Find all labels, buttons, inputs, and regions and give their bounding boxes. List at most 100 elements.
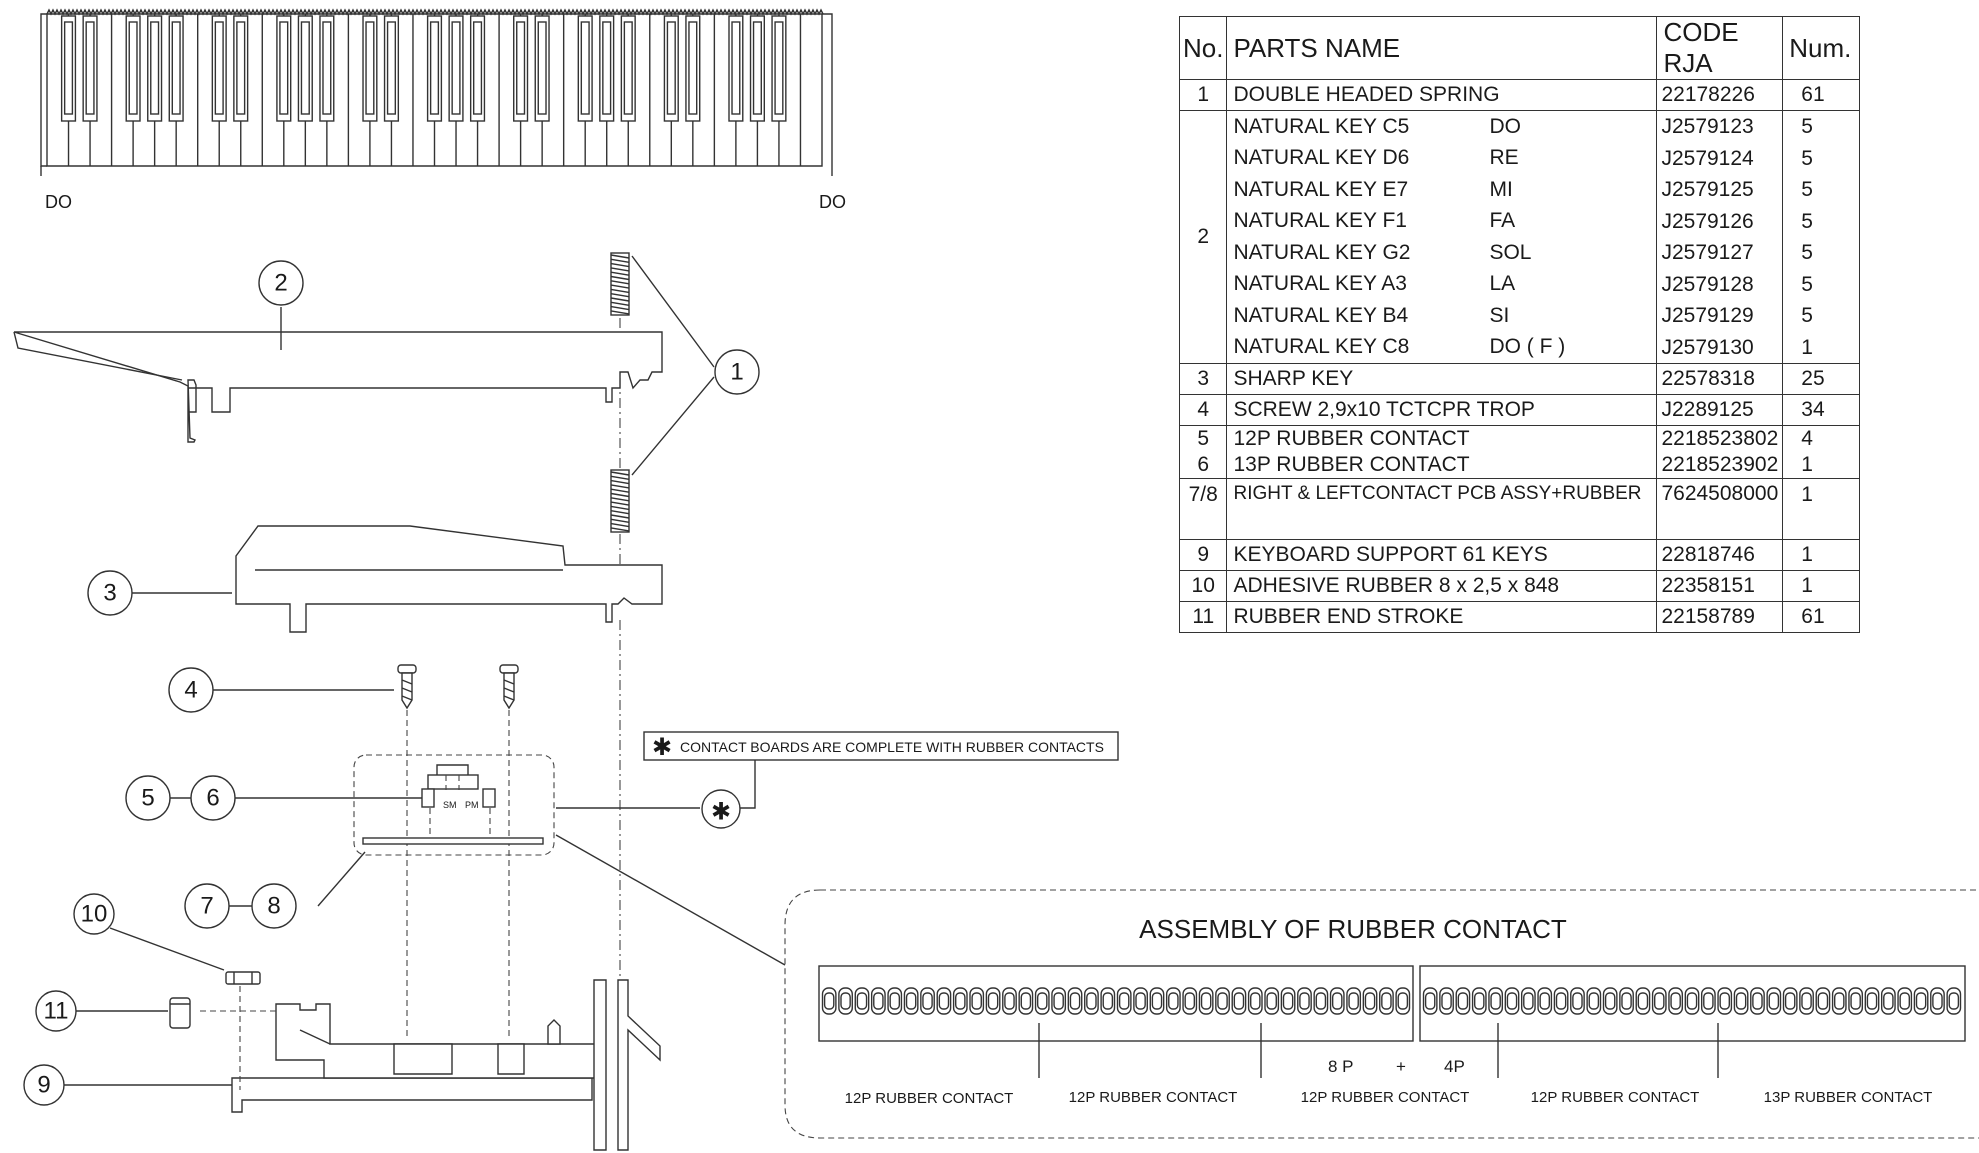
- table-row: 10 ADHESIVE RUBBER 8 x 2,5 x 848 2235815…: [1178, 570, 1861, 602]
- key-note: SOL: [1489, 240, 1532, 264]
- leader-7-8: [317, 851, 366, 907]
- callout-7: 7: [184, 883, 230, 929]
- svg-text:9: 9: [37, 1072, 50, 1099]
- header-parts-name: PARTS NAME: [1226, 16, 1658, 80]
- row6-code: 2218523902: [1661, 453, 1779, 476]
- split-plus: +: [1396, 1057, 1406, 1076]
- keyboard-keys: [40, 8, 833, 176]
- table-row: 3 SHARP KEY 22578318 25: [1178, 363, 1861, 395]
- key-num: 5: [1801, 178, 1813, 201]
- row5-name: 12P RUBBER CONTACT: [1233, 427, 1470, 450]
- row2-nums: 5 5 5 5 5 5 5 1: [1782, 110, 1861, 364]
- header-num: Num.: [1782, 16, 1861, 80]
- key-code: J2579128: [1661, 272, 1754, 296]
- row56-name: 12P RUBBER CONTACT 13P RUBBER CONTACT: [1226, 425, 1658, 479]
- svg-text:1: 1: [730, 359, 743, 386]
- key-note: DO ( F ): [1489, 335, 1566, 359]
- key-name: NATURAL KEY D6: [1233, 146, 1410, 170]
- table-row: 1 DOUBLE HEADED SPRING 22178226 61: [1178, 79, 1861, 111]
- rubber-contact-assembly: ASSEMBLY OF RUBBER CONTACT 8 P + 4P 12P …: [784, 889, 1979, 1139]
- callout-11: 11: [35, 990, 77, 1032]
- contact-label-1: 12P RUBBER CONTACT: [845, 1090, 1014, 1107]
- contact-label-3: 12P RUBBER CONTACT: [1301, 1089, 1470, 1106]
- table-row: 4 SCREW 2,9x10 TCTCPR TROP J2289125 34: [1178, 394, 1861, 426]
- screw-axis-lines: [406, 710, 510, 1040]
- svg-text:3: 3: [103, 580, 116, 607]
- row78-num: 1: [1782, 478, 1861, 540]
- callout-6: 6: [190, 775, 236, 821]
- svg-text:✱: ✱: [711, 799, 731, 826]
- row10-no: 10: [1178, 570, 1228, 602]
- svg-text:8: 8: [267, 893, 280, 920]
- table-header: No. PARTS NAME CODE RJA Num.: [1178, 16, 1861, 80]
- row2-codes: J2579123 J2579124 J2579125 J2579126 J257…: [1656, 110, 1784, 364]
- key-name: NATURAL KEY A3: [1233, 272, 1407, 296]
- header-no: No.: [1178, 16, 1228, 80]
- screw-left: [397, 664, 417, 710]
- row11-name: RUBBER END STROKE: [1226, 601, 1658, 633]
- key-code: J2579127: [1661, 241, 1754, 264]
- row3-no: 3: [1178, 363, 1228, 395]
- row9-num: 1: [1782, 539, 1861, 571]
- row6-num: 1: [1801, 453, 1813, 476]
- key-code: J2579124: [1661, 146, 1754, 170]
- key-num: 5: [1801, 304, 1813, 327]
- callout-3: 3: [87, 570, 133, 616]
- leader-10: [109, 927, 225, 971]
- row4-code: J2289125: [1656, 394, 1784, 426]
- row10-name: ADHESIVE RUBBER 8 x 2,5 x 848: [1226, 570, 1658, 602]
- row11-code: 22158789: [1656, 601, 1784, 633]
- svg-text:11: 11: [44, 998, 69, 1025]
- split-label-a: 8 P: [1328, 1057, 1354, 1076]
- pcb-pm-label: PM: [465, 800, 479, 810]
- key-name: NATURAL KEY E7: [1233, 177, 1409, 201]
- row9-code: 22818746: [1656, 539, 1784, 571]
- key-note: RE: [1489, 146, 1519, 170]
- callout-5: 5: [125, 775, 171, 821]
- adhesive-rubber-part: [225, 971, 261, 985]
- key-num: 5: [1801, 241, 1813, 264]
- keyboard-top-view: DO DO: [40, 8, 846, 212]
- svg-text:2: 2: [274, 270, 287, 297]
- spring-lower: [610, 469, 630, 533]
- key-name: NATURAL KEY B4: [1233, 303, 1409, 327]
- leader-1: [631, 255, 715, 476]
- key-code: J2579125: [1661, 178, 1754, 201]
- row6-name: 13P RUBBER CONTACT: [1233, 453, 1470, 476]
- contact-boards-note: ✱ CONTACT BOARDS ARE COMPLETE WITH RUBBE…: [643, 731, 1119, 809]
- row78-name: RIGHT & LEFTCONTACT PCB ASSY+RUBBER: [1226, 478, 1658, 509]
- parts-table: No. PARTS NAME CODE RJA Num. 1 DOUBLE HE…: [1178, 16, 1861, 633]
- table-row-spacer: [1180, 508, 1860, 540]
- keyboard-support-part: [231, 979, 661, 1151]
- callout-10: 10: [73, 893, 115, 935]
- svg-text:5: 5: [141, 785, 154, 812]
- pcb-sm-label: SM: [443, 800, 457, 810]
- sharp-key-part: [235, 525, 663, 633]
- row3-num: 25: [1782, 363, 1861, 395]
- row6-no: 6: [1197, 453, 1210, 476]
- header-code: CODE RJA: [1656, 16, 1784, 80]
- callout-8: 8: [251, 883, 297, 929]
- key-code: J2579123: [1661, 115, 1754, 138]
- split-label-b: 4P: [1444, 1057, 1465, 1076]
- key-code: J2579129: [1661, 304, 1754, 327]
- key-name: NATURAL KEY C8: [1233, 335, 1410, 359]
- key-num: 1: [1801, 335, 1813, 359]
- key-name: NATURAL KEY G2: [1233, 240, 1411, 264]
- row1-name: DOUBLE HEADED SPRING: [1226, 79, 1658, 111]
- key-note: FA: [1489, 209, 1516, 233]
- svg-text:4: 4: [184, 677, 197, 704]
- row78-no: 7/8: [1178, 478, 1228, 540]
- row4-no: 4: [1178, 394, 1228, 426]
- row2-no: 2: [1178, 110, 1228, 364]
- end-stroke-guide: [200, 986, 276, 1090]
- row1-no: 1: [1178, 79, 1228, 111]
- keyboard-left-label: DO: [45, 192, 72, 212]
- svg-text:10: 10: [81, 901, 108, 928]
- row3-code: 22578318: [1656, 363, 1784, 395]
